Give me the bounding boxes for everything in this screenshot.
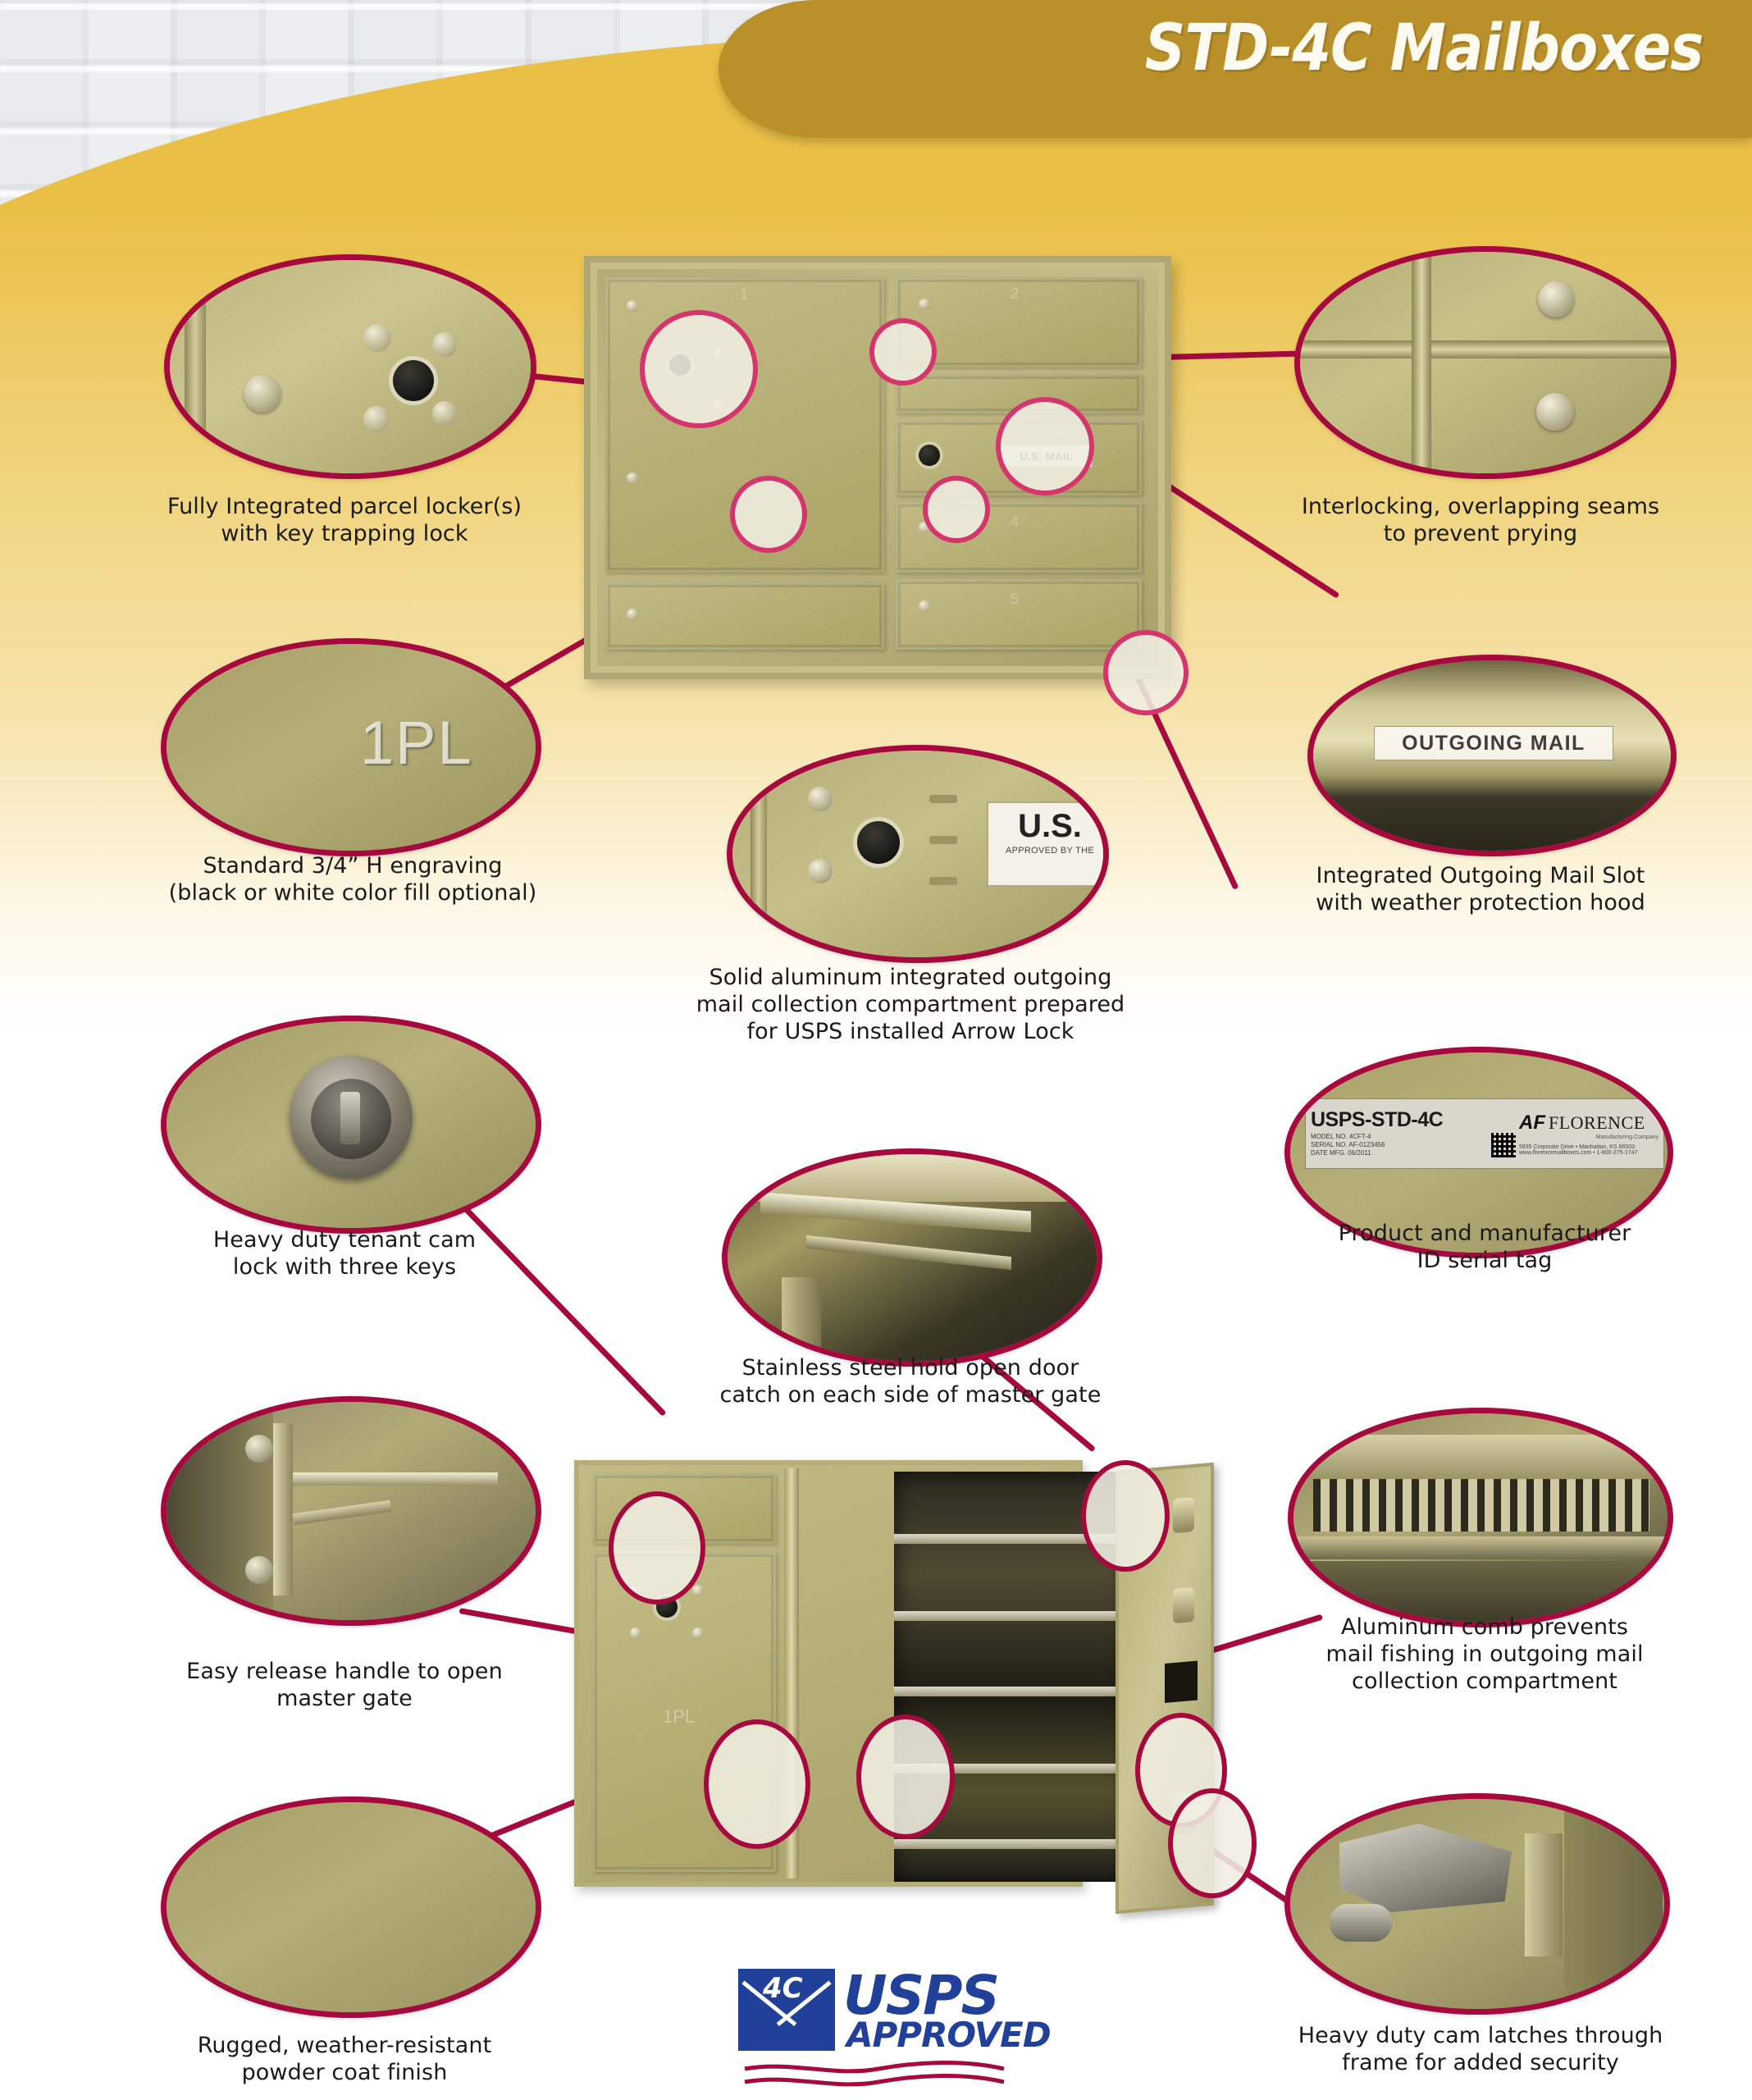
us-mail-tag-line1: U.S. bbox=[1018, 808, 1082, 844]
caption-comb-line1: Aluminum comb prevents bbox=[1340, 1614, 1629, 1640]
caption-engraving-line1: Standard 3/4” H engraving bbox=[203, 853, 503, 879]
caption-tenantcam-line2: lock with three keys bbox=[232, 1253, 457, 1280]
caption-camlatch-line1: Heavy duty cam latches through bbox=[1298, 2023, 1663, 2048]
callout-cam-latches bbox=[1284, 1793, 1670, 2015]
callout-outgoing-mail-slot: OUTGOING MAIL bbox=[1307, 655, 1677, 856]
marker-outgoing-slot bbox=[1103, 630, 1189, 715]
page-title: STD-4C Mailboxes bbox=[1144, 11, 1703, 85]
callout-engraving: 1PL bbox=[161, 638, 541, 856]
caption-engraving-line2: (black or white color fill optional) bbox=[168, 879, 537, 906]
caption-easyrelease-line1: Easy release handle to open bbox=[186, 1659, 503, 1684]
caption-arrowlock-line2: mail collection compartment prepared bbox=[696, 991, 1125, 1017]
callout-powder-coat-finish bbox=[161, 1796, 541, 2018]
door-number-2: 2 bbox=[1011, 285, 1020, 302]
caption-interlocking-line2: to prevent prying bbox=[1383, 520, 1578, 546]
callout-easy-release-handle bbox=[161, 1396, 541, 1626]
door-number-4: 4 bbox=[1011, 514, 1020, 530]
caption-camlatch-line2: frame for added security bbox=[1342, 2049, 1619, 2075]
callout-aluminum-comb bbox=[1288, 1408, 1673, 1628]
caption-outgoing-line2: with weather protection hood bbox=[1316, 889, 1645, 915]
marker-parcel-locker-door bbox=[640, 310, 758, 428]
marker-door-catch-mid bbox=[856, 1714, 955, 1839]
serial-tag-address: 5935 Corporate Drive • Manhattan, KS 665… bbox=[1519, 1144, 1635, 1150]
marker-arrow-lock-spot bbox=[923, 476, 990, 543]
caption-outgoing-line1: Integrated Outgoing Mail Slot bbox=[1316, 863, 1645, 888]
caption-parcel-locker: Fully Integrated parcel locker(s) with k… bbox=[115, 494, 574, 548]
caption-powdercoat-line2: powder coat finish bbox=[241, 2059, 448, 2085]
marker-powder-coat bbox=[704, 1719, 810, 1849]
serial-tag-line-0: MODEL NO. 4CFT-4 bbox=[1311, 1133, 1371, 1140]
usps-approved-logo: 4C USPS APPROVED bbox=[738, 1964, 1052, 2088]
marker-easy-release-handle bbox=[609, 1491, 705, 1605]
caption-id-serial-tag: Product and manufacturer ID serial tag bbox=[1255, 1221, 1714, 1275]
callout-hold-open-door-catch bbox=[722, 1148, 1102, 1367]
caption-powder-coat-finish: Rugged, weather-resistant powder coat fi… bbox=[139, 2033, 550, 2087]
caption-holdopen-line2: catch on each side of master gate bbox=[719, 1381, 1102, 1408]
caption-comb-line2: mail fishing in outgoing mail bbox=[1325, 1641, 1644, 1667]
product-photo-front-unit: 1 2 U.S. MAIL 4 5 bbox=[584, 256, 1171, 679]
serial-tag-phone: www.florencemailboxes.com • 1-800-275-17… bbox=[1519, 1150, 1638, 1156]
caption-serialtag-line1: Product and manufacturer bbox=[1338, 1221, 1631, 1246]
qr-code-icon bbox=[1491, 1133, 1516, 1157]
marker-engraving-spot bbox=[730, 476, 807, 553]
caption-arrowlock-line3: for USPS installed Arrow Lock bbox=[746, 1018, 1074, 1044]
caption-hold-open-door-catch: Stainless steel hold open door catch on … bbox=[681, 1355, 1140, 1409]
caption-parcel-locker-line2: with key trapping lock bbox=[221, 520, 468, 546]
caption-engraving: Standard 3/4” H engraving (black or whit… bbox=[98, 853, 607, 907]
engraving-text: 1PL bbox=[360, 709, 473, 777]
caption-outgoing-mail-slot: Integrated Outgoing Mail Slot with weath… bbox=[1247, 863, 1714, 917]
serial-tag: USPS-STD-4C MODEL NO. 4CFT-4 SERIAL NO. … bbox=[1305, 1098, 1664, 1169]
marker-cam-latch bbox=[1168, 1788, 1257, 1898]
serial-tag-brand-sub: Manufacturing Company bbox=[1595, 1134, 1658, 1140]
callout-tenant-cam-lock bbox=[161, 1016, 541, 1234]
caption-easy-release-handle: Easy release handle to open master gate bbox=[139, 1659, 550, 1713]
header-banner: STD-4C Mailboxes bbox=[719, 0, 1752, 138]
usps-wave-icon bbox=[743, 2059, 1006, 2087]
marker-hold-open-catch bbox=[1081, 1460, 1170, 1572]
caption-easyrelease-line2: master gate bbox=[276, 1685, 413, 1711]
caption-holdopen-line1: Stainless steel hold open door bbox=[741, 1355, 1079, 1381]
caption-arrowlock-line1: Solid aluminum integrated outgoing bbox=[709, 965, 1112, 990]
caption-comb-line3: collection compartment bbox=[1352, 1668, 1617, 1694]
us-mail-tag-line2: APPROVED BY THE bbox=[1005, 846, 1095, 856]
envelope-icon: 4C bbox=[738, 1969, 835, 2051]
caption-serialtag-line2: ID serial tag bbox=[1417, 1247, 1553, 1273]
comb-teeth-icon bbox=[1313, 1479, 1649, 1532]
usps-wordmark: USPS bbox=[843, 1964, 1000, 2027]
caption-aluminum-comb: Aluminum comb prevents mail fishing in o… bbox=[1255, 1614, 1714, 1696]
marker-us-mail-slot bbox=[996, 397, 1094, 495]
serial-tag-brand: FLORENCE bbox=[1549, 1112, 1645, 1133]
envelope-4c-label: 4C bbox=[763, 1972, 803, 2005]
door-number-5: 5 bbox=[1011, 591, 1020, 607]
caption-tenantcam-line1: Heavy duty tenant cam bbox=[212, 1227, 477, 1253]
door-number-1: 1 bbox=[740, 285, 749, 302]
caption-tenant-cam-lock: Heavy duty tenant cam lock with three ke… bbox=[148, 1227, 541, 1281]
callout-arrow-lock-compartment: U.S. APPROVED BY THE bbox=[727, 745, 1109, 963]
marker-seam-top bbox=[869, 318, 937, 386]
usps-approved-wordmark: APPROVED bbox=[846, 2015, 1052, 2055]
serial-tag-title: USPS-STD-4C bbox=[1311, 1108, 1444, 1131]
outgoing-mail-label: OUTGOING MAIL bbox=[1374, 726, 1613, 760]
caption-cam-latches: Heavy duty cam latches through frame for… bbox=[1247, 2023, 1714, 2077]
callout-id-serial-tag: USPS-STD-4C MODEL NO. 4CFT-4 SERIAL NO. … bbox=[1284, 1047, 1673, 1258]
caption-powdercoat-line1: Rugged, weather-resistant bbox=[197, 2033, 492, 2058]
serial-tag-line-2: DATE MFG. 06/2011 bbox=[1311, 1149, 1371, 1157]
caption-arrow-lock-compartment: Solid aluminum integrated outgoing mail … bbox=[656, 965, 1165, 1046]
callout-interlocking-seams bbox=[1294, 246, 1677, 479]
af-logo-icon: AF bbox=[1519, 1112, 1545, 1134]
callout-parcel-locker bbox=[164, 254, 536, 479]
caption-interlocking-line1: Interlocking, overlapping seams bbox=[1301, 494, 1660, 519]
caption-parcel-locker-line1: Fully Integrated parcel locker(s) bbox=[167, 494, 522, 519]
caption-interlocking-seams: Interlocking, overlapping seams to preve… bbox=[1247, 494, 1714, 548]
serial-tag-line-1: SERIAL NO. AF-0123456 bbox=[1311, 1141, 1385, 1148]
